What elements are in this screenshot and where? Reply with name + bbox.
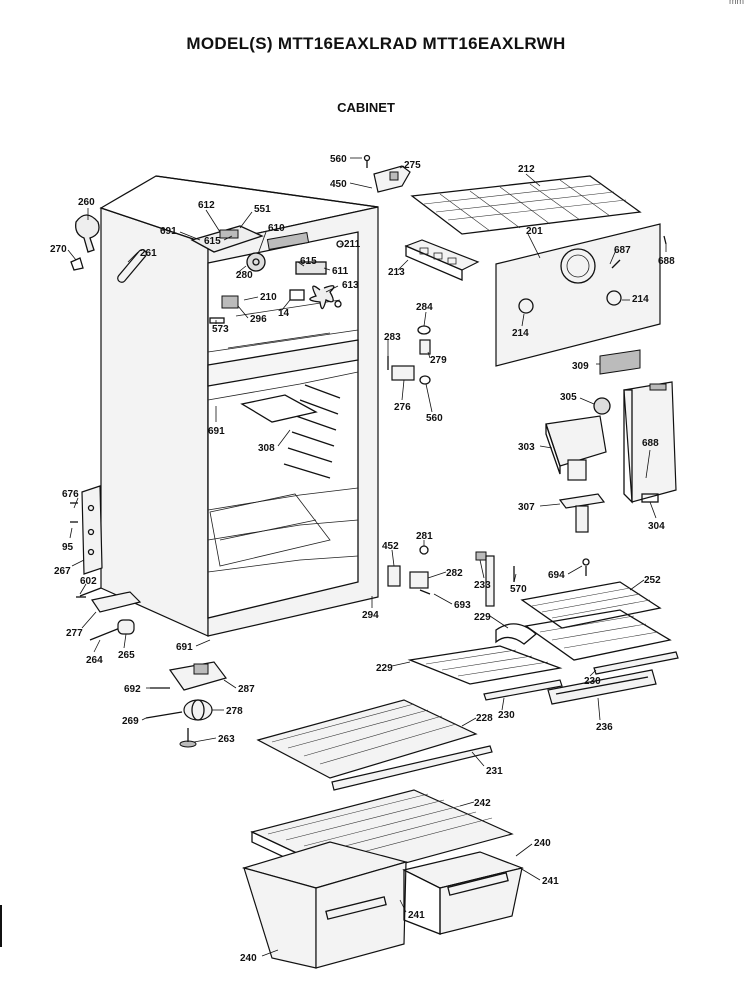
diagram-title: MODEL(S) MTT16EAXLRAD MTT16EAXLRWH [186, 34, 566, 53]
cabinet-body [79, 175, 379, 637]
part-label: 570 [510, 584, 527, 595]
part-label: 240 [534, 838, 551, 849]
part-label: 241 [542, 876, 559, 887]
part-label: 233 [474, 580, 491, 591]
cantilever-shelf-252 [520, 581, 662, 629]
part-label: 687 [614, 245, 631, 256]
part-label: 213 [388, 267, 405, 278]
part-label: 450 [330, 179, 347, 190]
part-label: 692 [124, 684, 141, 695]
part-label: 282 [446, 568, 463, 579]
part-label: 269 [122, 716, 139, 727]
part-label: 615 [300, 256, 317, 267]
part-label: 691 [160, 226, 177, 237]
part-label: 281 [416, 531, 433, 542]
part-label: 231 [486, 766, 503, 777]
part-label: 277 [66, 628, 83, 639]
part-label: 229 [474, 612, 491, 623]
top-hinge-parts [363, 154, 411, 193]
part-label: 270 [50, 244, 67, 255]
part-label: 230 [584, 676, 601, 687]
part-label: 688 [642, 438, 659, 449]
part-label: 611 [332, 266, 349, 277]
part-label: 265 [118, 650, 135, 661]
part-label: 610 [268, 223, 285, 234]
part-label: 452 [382, 541, 399, 552]
part-label: 201 [526, 226, 543, 237]
part-label: 242 [474, 798, 491, 809]
part-label: 688 [658, 256, 675, 267]
part-label: 615 [204, 236, 221, 247]
part-label: 283 [384, 332, 401, 343]
part-label: 264 [86, 655, 103, 666]
rating-plate [599, 349, 641, 375]
part-label: 241 [408, 910, 425, 921]
corner-mark: mm [729, 0, 744, 6]
part-label: 573 [212, 324, 229, 335]
part-label: 230 [498, 710, 515, 721]
part-label: 252 [644, 575, 661, 586]
part-label: 240 [240, 953, 257, 964]
part-label: 95 [62, 542, 74, 553]
part-label: 229 [376, 663, 393, 674]
scan-edge-mark [0, 905, 2, 947]
part-label: 308 [258, 443, 275, 454]
part-label: 612 [198, 200, 215, 211]
part-label: 691 [208, 426, 225, 437]
freezer-wire-shelf [410, 175, 642, 235]
crisper-drawers [241, 841, 525, 969]
part-label: 676 [62, 489, 79, 500]
part-label: 210 [260, 292, 277, 303]
part-label: 280 [236, 270, 253, 281]
air-duct [623, 381, 677, 504]
part-label: 279 [430, 355, 447, 366]
part-label: 278 [226, 706, 243, 717]
part-label: 309 [572, 361, 589, 372]
part-label: 303 [518, 442, 535, 453]
part-label: 304 [648, 521, 665, 532]
part-label: 691 [176, 642, 193, 653]
part-number-labels: 560 275 450 212 260 612 551 691 615 610 … [50, 154, 675, 964]
part-label: 560 [426, 413, 443, 424]
part-label: 307 [518, 502, 535, 513]
section-title: CABINET [337, 100, 395, 115]
shelf-rails-and-drawer [483, 651, 679, 705]
control-housing [545, 415, 607, 533]
part-label: 560 [330, 154, 347, 165]
part-label: 294 [362, 610, 379, 621]
part-label: 260 [78, 197, 95, 208]
part-label: 228 [476, 713, 493, 724]
part-label: 236 [596, 722, 613, 733]
part-label: 212 [518, 164, 535, 175]
part-label: 275 [404, 160, 421, 171]
part-label: 287 [238, 684, 255, 695]
part-label: 261 [140, 248, 157, 259]
left-side-parts [70, 214, 228, 748]
leader-lines [67, 157, 667, 957]
wire-shelves-229 [407, 609, 672, 685]
part-label: 214 [512, 328, 529, 339]
part-label: 693 [454, 600, 471, 611]
part-label: 694 [548, 570, 565, 581]
part-label: 14 [278, 308, 290, 319]
part-label: 305 [560, 392, 577, 403]
part-label: 551 [254, 204, 271, 215]
part-label: 602 [80, 576, 97, 587]
part-label: 284 [416, 302, 433, 313]
part-label: 613 [342, 280, 359, 291]
part-label: 296 [250, 314, 267, 325]
part-label: 214 [632, 294, 649, 305]
part-label: 267 [54, 566, 71, 577]
part-label: 276 [394, 402, 411, 413]
part-label: 263 [218, 734, 235, 745]
evaporator-cover [495, 223, 667, 367]
glass-shelf-228 [256, 699, 493, 791]
part-label: 211 [344, 239, 361, 250]
ice-tray [404, 239, 480, 281]
